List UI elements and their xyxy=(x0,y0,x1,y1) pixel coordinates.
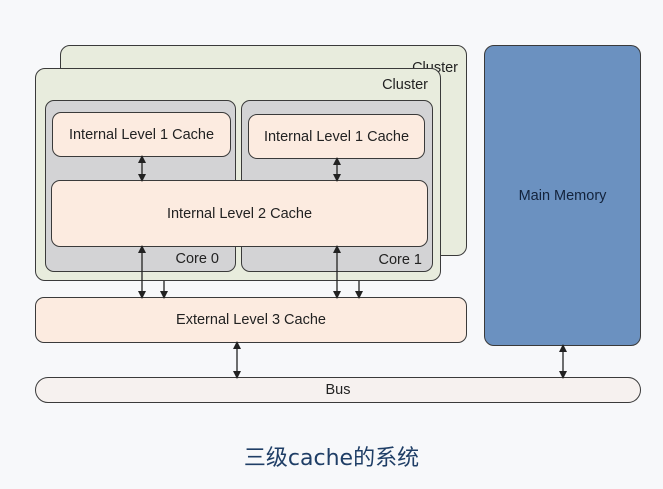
core-1-label: Core 1 xyxy=(378,252,422,268)
l2-cache: Internal Level 2 Cache xyxy=(51,180,428,247)
l3-label: External Level 3 Cache xyxy=(176,312,326,328)
core-0-label: Core 0 xyxy=(175,251,219,267)
core-1-l1-label: Internal Level 1 Cache xyxy=(263,128,410,145)
core-1-l1-cache: Internal Level 1 Cache xyxy=(248,114,425,159)
front-cluster-label: Cluster xyxy=(382,77,428,93)
main-memory-label: Main Memory xyxy=(518,187,607,204)
bus: Bus xyxy=(35,377,641,403)
main-memory: Main Memory xyxy=(484,45,641,346)
core-0-l1-label: Internal Level 1 Cache xyxy=(68,126,215,143)
core-0-l1-cache: Internal Level 1 Cache xyxy=(52,112,231,157)
bus-label: Bus xyxy=(325,382,351,398)
l3-cache: External Level 3 Cache xyxy=(35,297,467,343)
l2-label: Internal Level 2 Cache xyxy=(166,205,313,222)
caption: 三级cache的系统 xyxy=(243,446,420,471)
